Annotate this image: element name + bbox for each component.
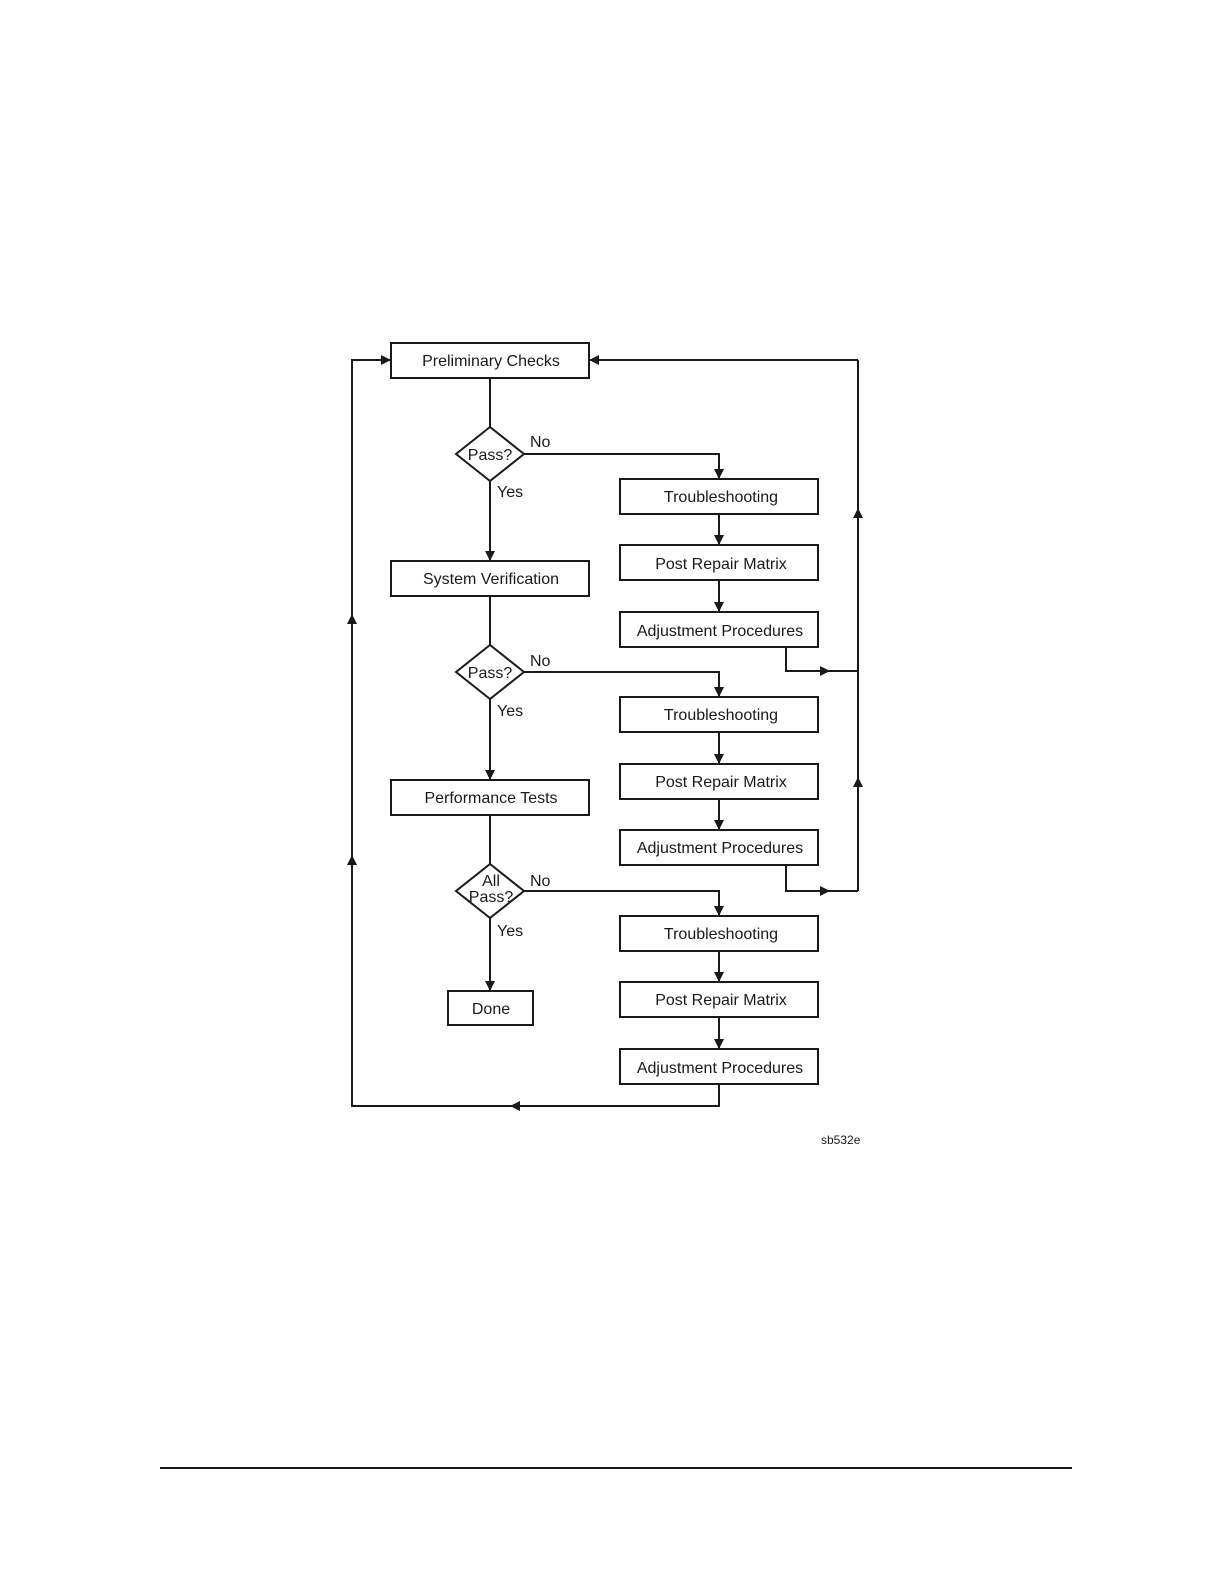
box-performance-tests-label: Performance Tests: [424, 790, 557, 807]
arrow-adj2-return: [786, 865, 830, 891]
box-performance-tests: Performance Tests: [391, 780, 589, 815]
edge-label-no-1: No: [530, 434, 551, 451]
box-troubleshooting-3-label: Troubleshooting: [664, 926, 778, 943]
box-adjustment-procedures-2: Adjustment Procedures: [620, 830, 818, 865]
edge-label-yes-2: Yes: [497, 703, 523, 720]
decision-pass-2-label: Pass?: [468, 665, 513, 682]
box-post-repair-matrix-1: Post Repair Matrix: [620, 545, 818, 580]
box-adjustment-procedures-1-label: Adjustment Procedures: [637, 623, 803, 640]
arrow-adj1-return: [786, 647, 830, 671]
box-troubleshooting-3: Troubleshooting: [620, 916, 818, 951]
box-troubleshooting-1: Troubleshooting: [620, 479, 818, 514]
box-troubleshooting-1-label: Troubleshooting: [664, 489, 778, 506]
box-post-repair-matrix-3: Post Repair Matrix: [620, 982, 818, 1017]
box-system-verification-label: System Verification: [423, 571, 559, 588]
decision-all-pass-label-line2: Pass?: [469, 889, 514, 906]
footer-rule: [160, 1467, 1072, 1469]
edge-label-no-2: No: [530, 653, 551, 670]
box-troubleshooting-2-label: Troubleshooting: [664, 707, 778, 724]
decision-pass-2: Pass?: [456, 645, 524, 699]
box-system-verification: System Verification: [391, 561, 589, 596]
decision-all-pass-label-line1: All: [482, 873, 500, 890]
figure-id: sb532e: [821, 1133, 861, 1147]
box-post-repair-matrix-1-label: Post Repair Matrix: [655, 556, 787, 573]
arrow-pass2-no-to-troubleshooting: [524, 672, 719, 697]
box-adjustment-procedures-1: Adjustment Procedures: [620, 612, 818, 647]
arrow-pass1-no-to-troubleshooting: [524, 454, 719, 479]
box-post-repair-matrix-3-label: Post Repair Matrix: [655, 992, 787, 1009]
box-adjustment-procedures-2-label: Adjustment Procedures: [637, 840, 803, 857]
box-adjustment-procedures-3: Adjustment Procedures: [620, 1049, 818, 1084]
box-preliminary-checks-label: Preliminary Checks: [422, 353, 560, 370]
box-troubleshooting-2: Troubleshooting: [620, 697, 818, 732]
decision-pass-1-label: Pass?: [468, 447, 513, 464]
decision-all-pass: All Pass?: [456, 864, 524, 918]
edge-label-yes-1: Yes: [497, 484, 523, 501]
box-done-label: Done: [472, 1001, 510, 1018]
box-adjustment-procedures-3-label: Adjustment Procedures: [637, 1060, 803, 1077]
box-preliminary-checks: Preliminary Checks: [391, 343, 589, 378]
arrow-allpass-no-to-troubleshooting: [524, 891, 719, 916]
box-done: Done: [448, 991, 533, 1025]
edge-label-no-3: No: [530, 873, 551, 890]
decision-pass-1: Pass?: [456, 427, 524, 481]
box-post-repair-matrix-2-label: Post Repair Matrix: [655, 774, 787, 791]
box-post-repair-matrix-2: Post Repair Matrix: [620, 764, 818, 799]
edge-label-yes-3: Yes: [497, 923, 523, 940]
